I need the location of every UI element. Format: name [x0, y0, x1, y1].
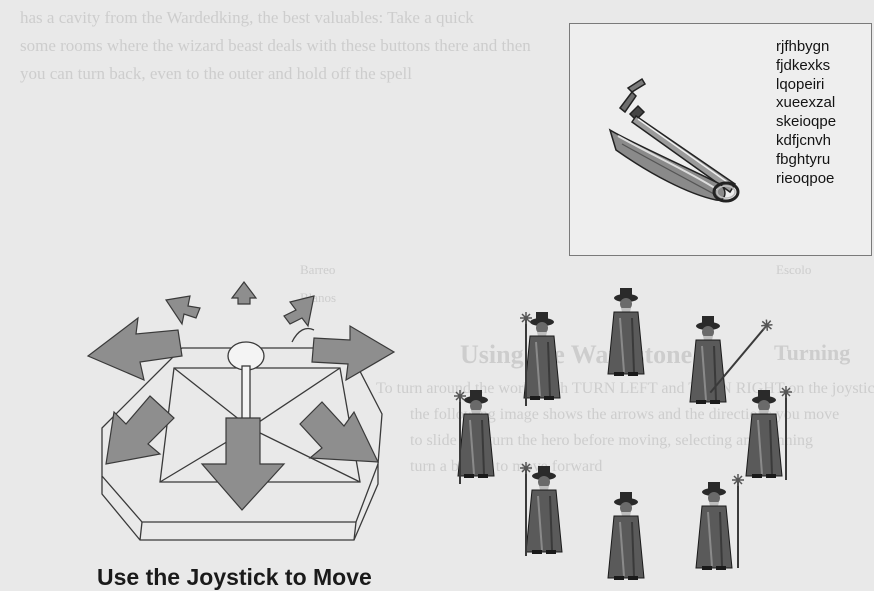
code-item: rjfhbygn	[776, 38, 836, 57]
code-item: rieoqpoe	[776, 170, 836, 189]
bleed-line-3: you can turn back, even to the outer and…	[20, 64, 412, 84]
code-item: lqopeiri	[776, 76, 836, 95]
code-item: xueexzal	[776, 94, 836, 113]
bleed-line-2: some rooms where the wizard beast deals …	[20, 36, 531, 56]
wizard-sprite-icon	[746, 386, 792, 480]
wizard-sprite-icon	[520, 462, 562, 556]
bleed-small-1: Barreo	[300, 262, 335, 278]
code-item: kdfjcnvh	[776, 132, 836, 151]
wizard-sprite-icon	[520, 312, 560, 406]
code-item: fbghtyru	[776, 151, 836, 170]
code-item: skeioqpe	[776, 113, 836, 132]
arrow-icon	[284, 296, 314, 326]
arrow-icon	[300, 402, 378, 462]
joystick-diagram	[78, 278, 438, 568]
caption-title: Use the Joystick to Move	[97, 564, 372, 591]
codes-list: rjfhbygn fjdkexks lqopeiri xueexzal skei…	[776, 38, 836, 188]
wizard-sprite-icon	[696, 474, 744, 570]
wizard-sprite-icon	[608, 288, 644, 376]
sword-icon	[570, 24, 770, 244]
bleed-line-1: has a cavity from the Wardedking, the be…	[20, 8, 474, 28]
arrow-icon	[202, 418, 284, 510]
wizard-sprites	[446, 280, 806, 590]
arrow-icon	[312, 326, 394, 380]
arrow-icon	[88, 318, 182, 380]
code-item: fjdkexks	[776, 57, 836, 76]
arrow-icon	[166, 296, 200, 324]
wizard-sprite-icon	[454, 390, 494, 484]
wizard-sprite-icon	[608, 492, 644, 580]
sword-panel: rjfhbygn fjdkexks lqopeiri xueexzal skei…	[569, 23, 872, 256]
arrow-icon	[232, 282, 256, 304]
joystick-icon	[228, 342, 264, 426]
bleed-small-3: Escolo	[776, 262, 811, 278]
